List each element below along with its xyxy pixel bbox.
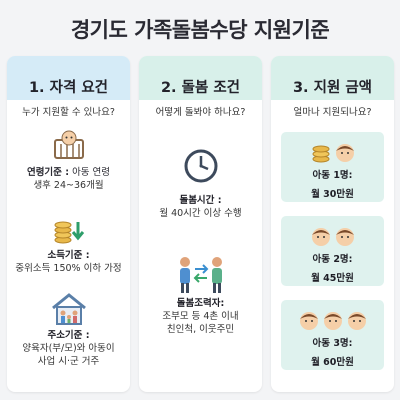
item-text: 월 60만원	[311, 357, 354, 368]
item-text: 월 40시간 이상 수행	[159, 208, 242, 219]
page-title: 경기도 가족돌봄수당 지원기준	[70, 18, 330, 42]
item-text: 월 30만원	[311, 189, 354, 200]
coins-down-icon	[54, 221, 84, 244]
child-face-icon	[299, 312, 318, 330]
baby-crib-icon	[53, 130, 84, 159]
house-family-icon	[51, 293, 86, 325]
item-text: 아동 연령	[72, 167, 111, 178]
address-criterion: 주소기준 : 양육자(부/모)와 아동이 사업 시·군 거주	[7, 292, 130, 368]
column-header: 1. 자격 요건	[7, 56, 130, 100]
care-time: 돌봄시간 : 월 40시간 이상 수행	[139, 148, 262, 220]
item-text: 중위소득 150% 이하 가정	[15, 263, 122, 274]
item-label: 연령기준 :	[26, 167, 70, 178]
item-text: 사업 시·군 거주	[37, 356, 100, 367]
amount-card-1-child: 아동 1명: 월 30만원	[281, 132, 384, 202]
income-criterion: 소득기준 : 중위소득 150% 이하 가정	[7, 216, 130, 275]
coins-icon	[312, 145, 329, 163]
item-label: 아동 3명:	[312, 338, 353, 349]
item-label: 돌봄시간 :	[179, 195, 222, 206]
item-text: 생후 24~36개월	[33, 180, 104, 191]
column-question: 어떻게 돌봐야 하나요?	[155, 107, 246, 118]
column-header: 2. 돌봄 조건	[139, 56, 262, 100]
item-label: 아동 1명:	[312, 170, 353, 181]
item-label: 주소기준 :	[47, 330, 90, 341]
column-header: 3. 지원 금액	[271, 56, 394, 100]
item-text: 양육자(부/모)와 아동이	[22, 343, 115, 354]
column-question: 누가 지원할 수 있나요?	[22, 107, 115, 118]
exchange-people-icon	[179, 257, 222, 293]
age-criterion: 연령기준 : 아동 연령 생후 24~36개월	[7, 128, 130, 192]
column-eligibility: 1. 자격 요건 누가 지원할 수 있나요? 연령기준 : 아동 연령 생후 2…	[7, 56, 130, 392]
amount-card-3-children: 아동 3명: 월 60만원	[281, 300, 384, 370]
item-text: 조부모 등 4촌 이내	[162, 311, 239, 322]
child-face-icon	[311, 228, 330, 246]
item-text: 월 45만원	[311, 273, 354, 284]
column-support-amount: 3. 지원 금액 얼마나 지원되나요? 아동 1명: 월 30만원	[271, 56, 394, 392]
item-label: 아동 2명:	[312, 254, 353, 265]
child-face-icon	[335, 144, 354, 162]
child-face-icon	[335, 228, 354, 246]
item-label: 소득기준 :	[47, 250, 90, 261]
item-label: 돌봄조력자:	[176, 298, 225, 309]
column-care-conditions: 2. 돌봄 조건 어떻게 돌봐야 하나요? 돌봄시간 : 월 40시간 이상 수…	[139, 56, 262, 392]
care-helper: 돌봄조력자: 조부모 등 4촌 이내 친인척, 이웃주민	[139, 254, 262, 336]
child-face-icon	[323, 312, 342, 330]
amount-card-2-children: 아동 2명: 월 45만원	[281, 216, 384, 286]
column-question: 얼마나 지원되나요?	[293, 107, 372, 118]
child-face-icon	[347, 312, 366, 330]
item-text: 친인척, 이웃주민	[166, 324, 235, 335]
clock-icon	[184, 149, 217, 183]
